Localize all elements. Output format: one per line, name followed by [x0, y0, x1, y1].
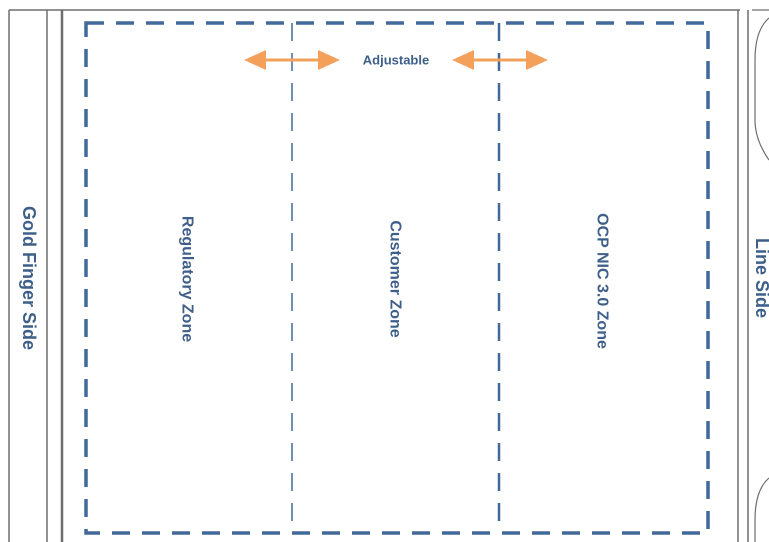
board-outline: [8, 9, 769, 542]
line-side-label: Line Side: [752, 238, 769, 318]
gold-finger-side-label: Gold Finger Side: [19, 206, 39, 350]
faceplate-bottom-notch: [754, 477, 769, 542]
adjustable-arrows: [244, 50, 548, 70]
zones: [84, 21, 710, 535]
adjustable-label: Adjustable: [363, 53, 429, 68]
right-adjust-arrow: [452, 50, 548, 70]
left-adjust-arrow: [244, 50, 340, 70]
ocp-zone-label: OCP NIC 3.0 Zone: [594, 213, 611, 349]
faceplate-top-notch: [752, 9, 769, 161]
regulatory-zone-label: Regulatory Zone: [179, 216, 196, 342]
zones-outer-boundary: [84, 21, 710, 535]
customer-zone-label: Customer Zone: [387, 220, 404, 337]
